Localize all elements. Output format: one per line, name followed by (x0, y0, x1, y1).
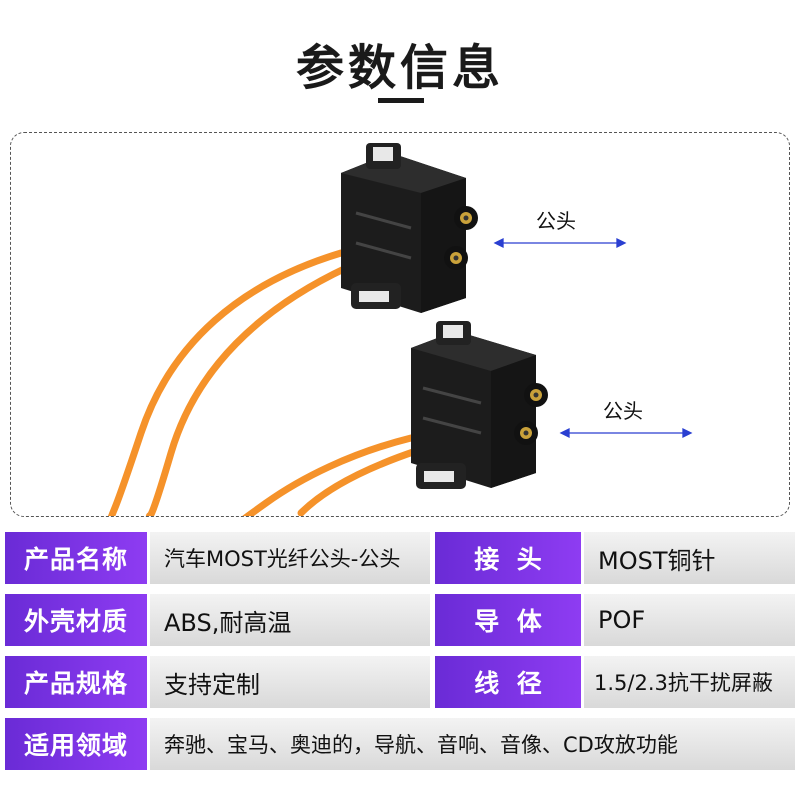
product-photo: 公头 公头 (10, 132, 790, 517)
spec-key: 适用领域 (5, 718, 147, 770)
upper-connector (341, 143, 478, 313)
spec-value: 汽车MOST光纤公头-公头 (150, 532, 430, 584)
spec-key: 产品名称 (5, 532, 147, 584)
spec-value: POF (584, 594, 795, 646)
spec-value: 1.5/2.3抗干扰屏蔽 (584, 656, 795, 708)
connector-illustration (107, 143, 693, 516)
spec-row: 外壳材质 ABS,耐高温 导 体 POF (0, 594, 800, 646)
upper-arrow (493, 237, 627, 249)
spec-key: 导 体 (435, 594, 581, 646)
upper-connector-label: 公头 (536, 209, 576, 233)
spec-value: 支持定制 (150, 656, 430, 708)
lower-connector (411, 321, 548, 489)
lower-connector-label: 公头 (603, 399, 643, 423)
spec-row: 产品名称 汽车MOST光纤公头-公头 接 头 MOST铜针 (0, 532, 800, 584)
spec-value: MOST铜针 (584, 532, 795, 584)
spec-row: 产品规格 支持定制 线 径 1.5/2.3抗干扰屏蔽 (0, 656, 800, 708)
spec-value: 奔驰、宝马、奥迪的，导航、音响、音像、CD攻放功能 (150, 718, 795, 770)
spec-value: ABS,耐高温 (150, 594, 430, 646)
spec-row: 适用领域 奔驰、宝马、奥迪的，导航、音响、音像、CD攻放功能 (0, 718, 800, 770)
fiber-cables (107, 249, 420, 516)
spec-key: 产品规格 (5, 656, 147, 708)
spec-key: 接 头 (435, 532, 581, 584)
title-underline (378, 98, 424, 103)
lower-arrow (559, 427, 693, 439)
spec-key: 外壳材质 (5, 594, 147, 646)
spec-key: 线 径 (435, 656, 581, 708)
page-title: 参数信息 (295, 40, 504, 96)
